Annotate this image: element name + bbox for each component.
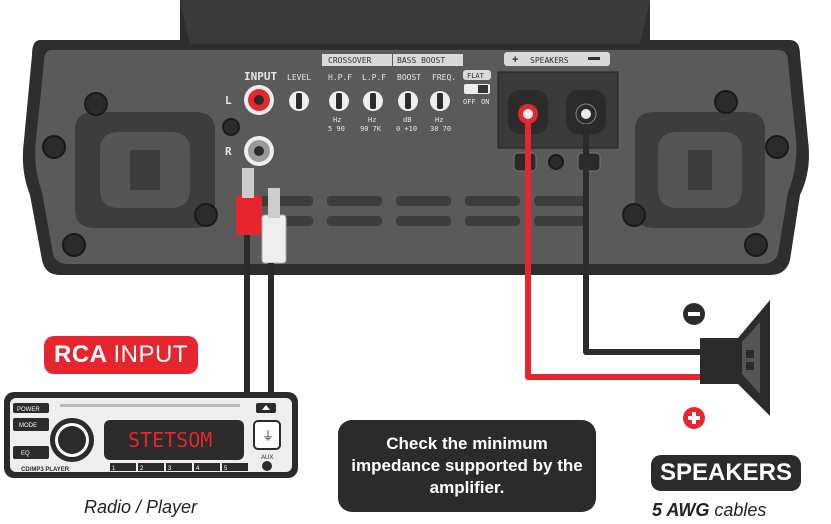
model-label: CD/MP3 PLAYER [21, 467, 70, 473]
plus-sign: + [512, 54, 518, 66]
power-label: POWER [17, 407, 40, 413]
crossover-box [322, 54, 392, 66]
usb-port[interactable] [253, 420, 281, 450]
impedance-note: Check the minimum impedance supported by… [338, 420, 596, 512]
usb-icon: ⏚ [262, 429, 274, 443]
svg-text:1: 1 [112, 466, 116, 472]
left-vent [75, 112, 215, 228]
lpf-label: L.P.F [362, 73, 386, 82]
preset-button[interactable]: 2 [138, 463, 164, 472]
vent-slots [258, 196, 589, 226]
display-text: STETSOM [128, 428, 212, 452]
on-label: ON [481, 98, 489, 106]
preset-button[interactable]: 4 [194, 463, 220, 472]
svg-text:2: 2 [140, 466, 144, 472]
lpf-unit: Hz [368, 116, 376, 124]
crossover-label: CROSSOVER [328, 56, 372, 65]
preset-buttons: 1 2 3 4 5 [110, 463, 248, 472]
mode-label: MODE [19, 423, 37, 429]
volume-knob[interactable] [50, 418, 94, 462]
rca-cables [236, 168, 287, 400]
speaker-positive-icon [683, 407, 705, 429]
cable-gauge: 5 AWG [652, 500, 710, 520]
hpf-range: 5 90 [328, 125, 345, 133]
power-button[interactable] [13, 403, 49, 413]
radio-player: POWER MODE EQ STETSOM ⏚ AUX CD/MP3 PLAYE… [4, 392, 298, 478]
rca-jack-l[interactable] [244, 85, 274, 115]
cable-caption-rest: cables [714, 500, 767, 520]
lpf-range: 90 7K [360, 125, 382, 133]
boost-unit: dB [403, 116, 411, 124]
freq-knob[interactable] [430, 91, 450, 111]
rca-input-light: INPUT [113, 341, 188, 368]
freq-range: 30 70 [430, 125, 451, 133]
speakers-header [504, 52, 610, 66]
bass-boost-box [393, 54, 463, 66]
preset-button[interactable]: 5 [222, 463, 248, 472]
level-knob[interactable] [289, 91, 309, 111]
speaker-wires [525, 124, 700, 380]
bass-boost-label: BASS BOOST [397, 56, 445, 65]
svg-text:4: 4 [196, 466, 200, 472]
hpf-unit: Hz [333, 116, 341, 124]
eq-label: EQ [21, 451, 30, 457]
speakers-title: SPEAKERS [651, 455, 801, 491]
freq-label: FREQ. [432, 73, 456, 82]
level-label: LEVEL [287, 73, 311, 82]
rca-jack-r[interactable] [244, 136, 274, 166]
boost-range: 0 +10 [396, 125, 417, 133]
boost-knob[interactable] [398, 91, 418, 111]
speakers-header-label: SPEAKERS [530, 56, 569, 65]
channel-r-label: R [225, 145, 232, 158]
aux-port[interactable] [262, 461, 272, 471]
boost-label: BOOST [397, 73, 421, 82]
speaker [700, 300, 770, 416]
flat-box [463, 70, 491, 80]
minus-sign [588, 57, 600, 60]
eject-icon [262, 405, 270, 410]
channel-l-label: L [225, 94, 232, 107]
display-screen [104, 420, 244, 460]
amplifier: INPUT L R CROSSOVER BASS BOOST LEVEL H.P… [22, 0, 810, 275]
aux-label: AUX [261, 455, 273, 461]
terminal-positive[interactable] [508, 90, 548, 134]
flat-label: FLAT [467, 72, 485, 80]
preset-button[interactable]: 1 [110, 463, 136, 472]
mode-button[interactable] [13, 418, 49, 431]
cable-caption: 5 AWG cables [652, 500, 766, 521]
hpf-knob[interactable] [329, 91, 349, 111]
lpf-knob[interactable] [363, 91, 383, 111]
eq-button[interactable] [13, 446, 49, 459]
speaker-negative-icon [683, 303, 705, 325]
hpf-label: H.P.F [328, 73, 352, 82]
preset-button[interactable]: 3 [166, 463, 192, 472]
input-label: INPUT [244, 70, 277, 83]
rca-input-label: RCA INPUT [44, 336, 198, 374]
off-label: OFF [463, 98, 476, 106]
svg-text:5: 5 [224, 466, 228, 472]
rca-input-bold: RCA [54, 341, 108, 368]
svg-text:3: 3 [168, 466, 172, 472]
freq-unit: Hz [435, 116, 443, 124]
right-vent [635, 112, 765, 228]
flat-switch[interactable] [464, 84, 490, 94]
radio-caption: Radio / Player [84, 497, 198, 517]
screws [42, 90, 789, 257]
